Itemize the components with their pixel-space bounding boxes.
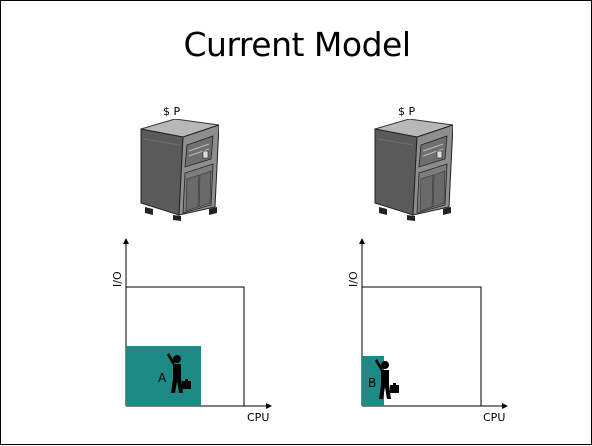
workload-label: B bbox=[368, 376, 376, 390]
plot-b: I/O CPU B bbox=[347, 238, 508, 424]
slide-title: Current Model bbox=[183, 25, 411, 64]
workload-box bbox=[126, 346, 201, 406]
worker-with-briefcase-icon bbox=[375, 359, 399, 399]
capacity-box bbox=[126, 286, 245, 406]
plot-a: I/O CPU A bbox=[111, 238, 272, 424]
server-1-cost-label: $ P bbox=[163, 105, 181, 118]
y-axis-label: I/O bbox=[347, 271, 360, 287]
workload-box bbox=[362, 356, 384, 406]
server-tower-icon bbox=[374, 119, 453, 221]
workload-label: A bbox=[158, 371, 167, 385]
server-2-cost-label: $ P bbox=[398, 105, 416, 118]
y-axis-label: I/O bbox=[111, 271, 124, 287]
server-tower-icon bbox=[140, 119, 219, 221]
x-axis-label: CPU bbox=[247, 411, 269, 424]
capacity-box bbox=[362, 286, 482, 406]
x-axis-label: CPU bbox=[483, 411, 505, 424]
worker-with-briefcase-icon bbox=[167, 353, 191, 393]
